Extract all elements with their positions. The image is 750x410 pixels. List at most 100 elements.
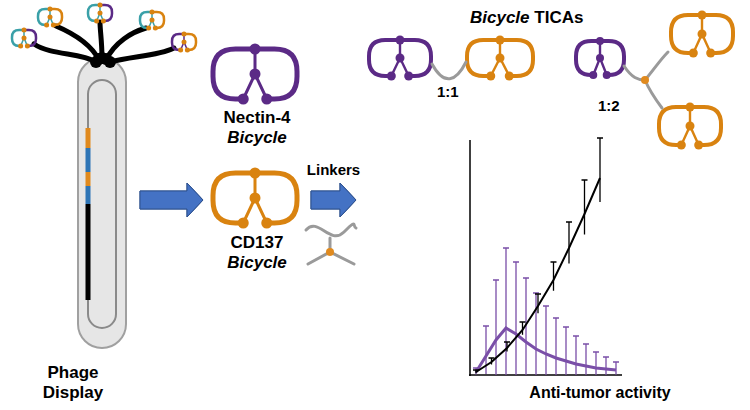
error-bar	[597, 138, 603, 202]
cysteine-dot	[44, 23, 49, 28]
bicycle-peptide	[671, 11, 733, 58]
peptide-loop	[659, 107, 690, 145]
peptide-bridge	[491, 40, 509, 76]
peptide-loop	[467, 40, 500, 76]
block-arrow	[311, 183, 356, 217]
series-line	[476, 328, 616, 372]
cysteine-dot	[596, 37, 604, 45]
linker-symbol	[308, 238, 354, 264]
cysteine-dot	[94, 19, 99, 24]
cysteine-dot	[150, 18, 155, 23]
cysteine-dot	[486, 72, 495, 81]
peptide-bridge	[593, 41, 606, 75]
ratio-label: 1:2	[598, 96, 620, 116]
word: TICAs	[534, 8, 583, 27]
bicycle-peptide	[576, 37, 624, 79]
labelled-figure: Phage Display	[8, 5, 138, 405]
cysteine-dot	[686, 122, 695, 131]
cysteine-dot	[698, 30, 707, 39]
cysteine-dot	[603, 71, 611, 79]
linker-branch	[641, 76, 649, 84]
cysteine-dot	[98, 11, 103, 16]
bicycle-peptide	[140, 10, 164, 31]
cysteine-dot	[686, 103, 695, 112]
figure-label: Nectin-4 Bicycle	[207, 108, 307, 148]
bicycle-peptide	[213, 11, 733, 229]
error-bar	[513, 262, 519, 375]
peptide-bridge	[243, 49, 267, 99]
cysteine-dot	[51, 23, 56, 28]
gene-segment	[86, 204, 91, 300]
word: Display	[43, 383, 103, 402]
gene-segment	[86, 172, 91, 186]
peptide-loop	[400, 40, 431, 76]
peptide-loop	[369, 40, 400, 76]
cysteine-dot	[261, 218, 272, 229]
conjugate-linker	[432, 62, 466, 79]
cysteine-dot	[238, 218, 249, 229]
conjugate-linker	[432, 52, 668, 108]
labelled-figure: Nectin-4 Bicycle	[205, 40, 309, 160]
cysteine-dot	[496, 36, 505, 45]
labelled-figure: Bicycle TICAs	[358, 4, 750, 408]
cysteine-dot	[250, 193, 261, 204]
cysteine-dot	[250, 44, 261, 55]
cysteine-dot	[185, 48, 190, 53]
labelled-figure: CD137 Bicycle	[205, 165, 309, 285]
cysteine-dot	[698, 11, 707, 20]
phage-genome	[88, 80, 116, 328]
cysteine-dot	[150, 10, 155, 15]
bicycle-peptide	[38, 7, 62, 28]
bicycle-peptide	[659, 103, 721, 150]
peptide-bridge	[681, 107, 698, 145]
bicycle-peptide	[213, 44, 297, 105]
figure-label: Phage Display	[18, 363, 128, 403]
phage-capsule	[78, 58, 126, 348]
peptide-loop	[690, 107, 721, 145]
ratio-label: 1:1	[437, 82, 459, 102]
cysteine-dot	[182, 40, 187, 45]
cysteine-dot	[153, 26, 158, 31]
error-bar	[503, 248, 509, 375]
cysteine-dot	[98, 3, 103, 8]
cysteine-dot	[596, 54, 604, 62]
cysteine-dot	[505, 72, 514, 81]
bicycle-peptide	[213, 168, 297, 229]
label-holder: 1:1	[437, 82, 459, 102]
cysteine-dot	[261, 94, 272, 105]
block-arrow	[311, 183, 356, 217]
bicycle-peptide	[12, 28, 36, 49]
cysteine-dot	[101, 19, 106, 24]
edge-label: Linkers	[307, 160, 360, 180]
displayed-peptide	[12, 3, 196, 53]
peptide-loop	[213, 49, 255, 99]
peptide-bridge	[243, 173, 267, 223]
phage	[12, 3, 196, 349]
error-bar	[593, 352, 599, 375]
word: Phage	[47, 363, 98, 382]
cysteine-dot	[396, 54, 405, 63]
series-line	[476, 178, 600, 372]
chart-axis	[469, 140, 471, 376]
cysteine-dot	[182, 32, 187, 37]
activity-chart	[469, 138, 622, 376]
cysteine-dot	[496, 54, 505, 63]
error-bar	[603, 357, 609, 375]
peptide-loop	[671, 15, 702, 53]
gene-segment	[86, 186, 91, 204]
label-holder: 1:2	[598, 96, 620, 116]
fiber-base	[104, 56, 116, 68]
word: CD137	[231, 233, 284, 252]
gene-segment	[86, 148, 91, 172]
cysteine-dot	[18, 44, 23, 49]
cysteine-dot	[396, 36, 405, 45]
gene-segment	[86, 128, 91, 148]
linker-branch	[326, 248, 334, 256]
word: Bicycle	[470, 8, 530, 27]
figure-label: CD137 Bicycle	[207, 233, 307, 273]
cysteine-dot	[694, 141, 703, 150]
peptide-loop	[702, 15, 733, 53]
cysteine-dot	[22, 28, 27, 33]
